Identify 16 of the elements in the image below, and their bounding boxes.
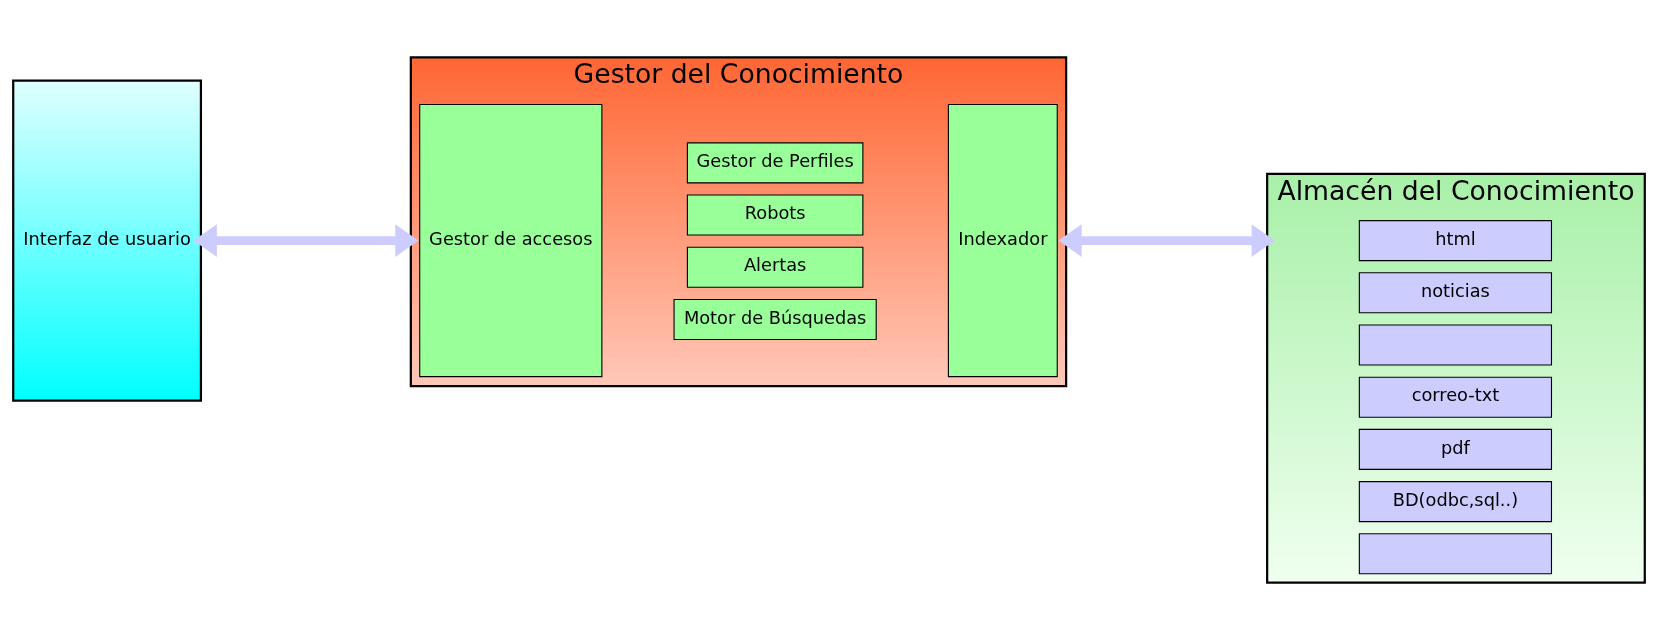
node-box: Gestor de Perfiles [686,141,864,183]
arrow [193,223,419,257]
node-box: Robots [686,194,864,236]
node-box: Interfaz de usuario [12,79,203,402]
node-box: Gestor de accesos [419,103,603,377]
arrow [1058,223,1275,257]
node-box: BD(odbc,sql..) [1358,480,1553,522]
node-box: Indexador [947,103,1058,377]
node-box: pdf [1358,428,1553,470]
node-box [1358,532,1553,574]
node-box: html [1358,219,1553,261]
node-box: correo-txt [1358,376,1553,418]
node-box: Alertas [686,246,864,288]
node-box: Motor de Búsquedas [673,298,877,340]
node-box: noticias [1358,271,1553,313]
node-box [1358,323,1553,366]
